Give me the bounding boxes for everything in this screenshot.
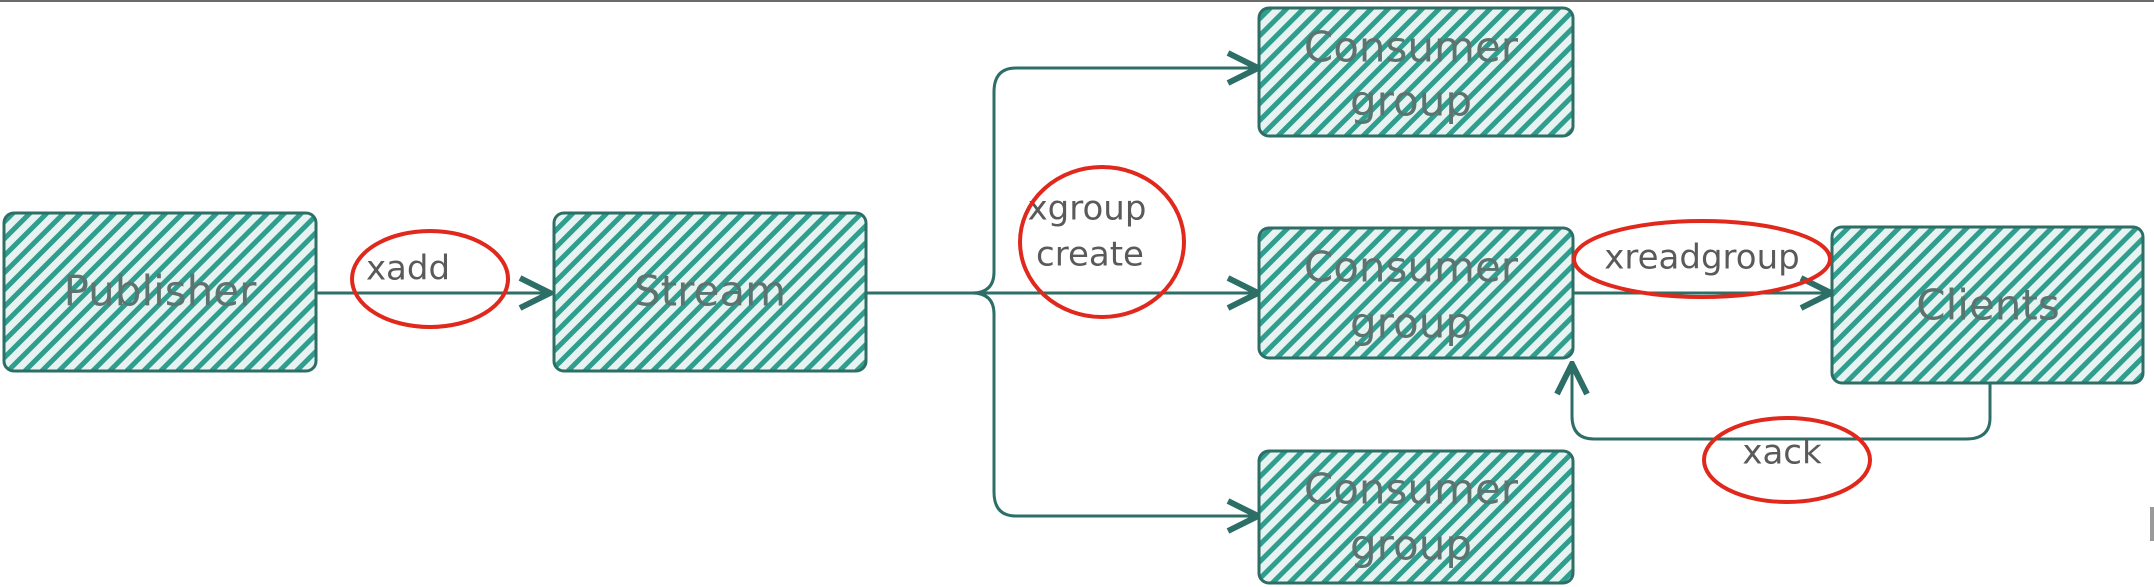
node-consumer-group-middle: Consumer group [1257, 226, 1575, 360]
branch-to-bottom-group-arrow [970, 291, 1258, 516]
branch-to-top-group-arrow [970, 68, 1258, 295]
highlights [350, 165, 1872, 504]
xadd-label: xadd [366, 249, 450, 289]
consumer-group-top-box [1257, 6, 1575, 138]
consumer-group-middle-box [1257, 226, 1575, 360]
xadd-highlight-circle [350, 229, 510, 329]
stream-label: Stream [634, 267, 786, 316]
xreadgroup-label: xreadgroup [1604, 238, 1799, 278]
node-publisher: Publisher [2, 211, 318, 373]
consumer-group-middle-label-line1: Consumer [1304, 243, 1519, 292]
consumer-group-bottom-box [1257, 449, 1575, 585]
consumer-group-top-label-line2: group [1350, 77, 1472, 126]
consumer-group-bottom-label-line2: group [1350, 521, 1472, 570]
xack-highlight-circle [1702, 416, 1872, 504]
consumer-group-top-label-line1: Consumer [1304, 23, 1519, 72]
xgroup-create-highlight-circle [1018, 165, 1186, 319]
connectors [316, 68, 1992, 516]
clients-to-group-ack-arrow [1572, 364, 1992, 441]
stream-box [552, 211, 868, 373]
consumer-group-bottom-label-line1: Consumer [1304, 465, 1519, 514]
consumer-group-middle-label-line2: group [1350, 299, 1472, 348]
clients-label: Clients [1916, 281, 2059, 330]
clients-box [1830, 225, 2145, 385]
publisher-box [2, 211, 318, 373]
node-clients: Clients [1830, 225, 2145, 385]
xgroup-create-label-line2: create [1036, 235, 1144, 275]
publisher-label: Publisher [64, 267, 258, 316]
node-stream: Stream [552, 211, 868, 373]
xgroup-create-label-line1: xgroup [1028, 189, 1147, 229]
node-consumer-group-bottom: Consumer group [1257, 449, 1575, 585]
node-consumer-group-top: Consumer group [1257, 6, 1575, 138]
scrollbar-thumb[interactable] [2150, 507, 2154, 541]
edge-labels: xadd xgroup create xreadgroup xack [366, 189, 1822, 473]
xreadgroup-highlight-circle [1572, 219, 1832, 299]
xack-label: xack [1742, 433, 1822, 473]
